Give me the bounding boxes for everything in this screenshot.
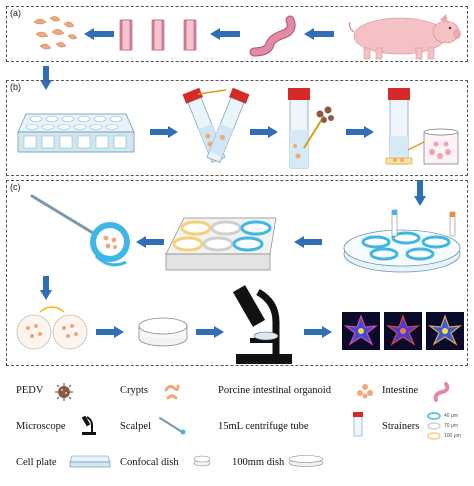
arrow-down-bc	[414, 180, 426, 206]
dish100-icon	[288, 455, 324, 467]
panel-a	[6, 6, 468, 62]
panel-b-label: (b)	[10, 82, 21, 92]
strainers-icon	[427, 412, 441, 440]
arrow-down-ab	[40, 66, 52, 90]
panel-a-label: (a)	[10, 8, 21, 18]
arrow-a3	[304, 28, 334, 40]
intestine-small-icon	[433, 382, 450, 402]
microscope-large-icon	[232, 285, 292, 364]
cell-plate-small-icon	[69, 455, 111, 468]
strainer-plate-icon	[165, 217, 277, 271]
cell-plate-icon	[17, 113, 135, 153]
legend-organoid-label: Porcine intestinal organoid	[218, 385, 331, 396]
confocal-dish-large-icon	[138, 317, 188, 347]
arrow-c2	[294, 236, 322, 248]
strainer-size-40: 40 μm	[444, 413, 458, 419]
legend-crypts-label: Crypts	[120, 385, 149, 396]
confocal-dish-icon	[193, 455, 211, 467]
confocal-image-2	[384, 312, 422, 350]
microscope-icon	[81, 415, 96, 435]
crossed-tubes-icon	[182, 87, 250, 163]
arrow-down-c	[40, 276, 52, 300]
arrow-b2	[250, 126, 278, 138]
crypts-cluster-icon	[33, 16, 78, 50]
arrow-b3	[346, 126, 374, 138]
arrow-a2	[210, 28, 240, 40]
legend-tube-label: 15mL centrifuge tube	[218, 421, 309, 432]
arrow-a1	[84, 28, 114, 40]
arrow-c3	[96, 326, 124, 338]
legend-microscope-label: Microscope	[16, 421, 66, 432]
dish-strainers-icon	[343, 209, 461, 273]
confocal-image-3	[426, 312, 464, 350]
strainer-size-100: 100 μm	[444, 433, 461, 439]
pedv-icon	[55, 383, 73, 401]
panel-c-label: (c)	[10, 182, 21, 192]
legend-scalpel-label: Scalpel	[120, 421, 151, 432]
arrow-c4	[196, 326, 224, 338]
tube-pipette-icon	[288, 88, 334, 169]
panel-c	[6, 180, 468, 366]
organoid-dishes-icon	[16, 306, 88, 350]
arrow-b1	[150, 126, 178, 138]
intestine-icon	[249, 15, 296, 57]
legend-strainers-label: Strainers	[382, 421, 420, 432]
arrow-c1	[136, 236, 164, 248]
crypts-icon	[164, 384, 180, 400]
tube-icon	[353, 412, 363, 437]
tube-beaker-icon	[385, 88, 459, 165]
intestine-segments-icon	[119, 19, 197, 51]
panel-b	[6, 80, 468, 176]
legend-confocal-label: Confocal dish	[120, 457, 179, 468]
scalpel-icon	[159, 417, 186, 435]
confocal-image-1	[342, 312, 380, 350]
strainer-size-70: 70 μm	[444, 423, 458, 429]
pig-icon	[348, 14, 461, 60]
organoid-icon	[357, 384, 373, 399]
legend-cell-plate-label: Cell plate	[16, 457, 57, 468]
legend-intestine-label: Intestine	[382, 385, 419, 396]
arrow-c5	[304, 326, 332, 338]
legend-dish100-label: 100mm dish	[232, 457, 285, 468]
strainer-scalpel-icon	[30, 194, 130, 267]
legend-pedv-label: PEDV	[16, 385, 44, 396]
